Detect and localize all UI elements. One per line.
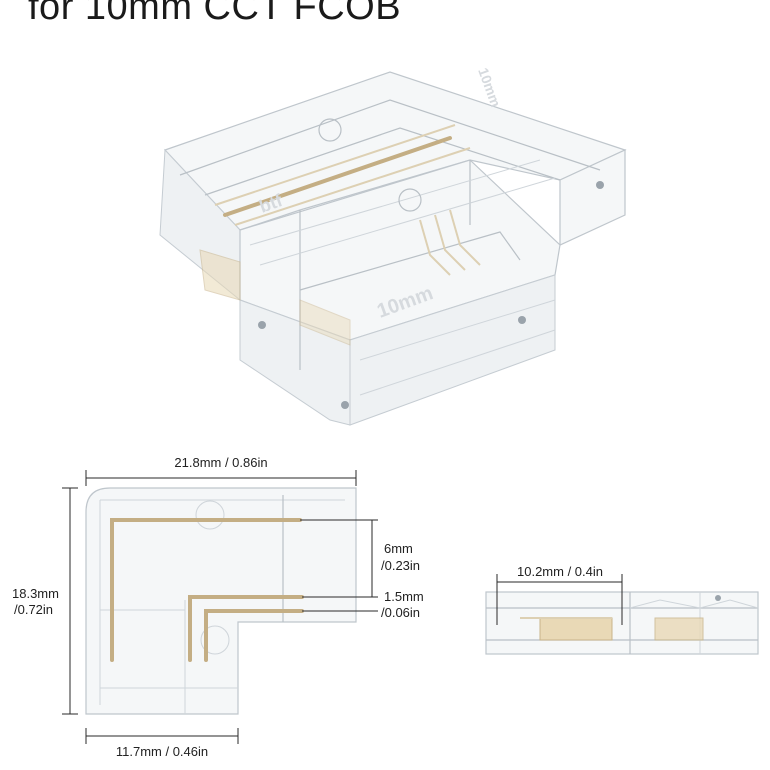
screw [518, 316, 526, 324]
connector-inner-edge [359, 299, 556, 361]
contact-plate [299, 299, 351, 346]
wire-outer [110, 518, 302, 662]
page-title: for 10mm CCT FCOB [28, 0, 402, 28]
contact-strip [223, 136, 452, 217]
side-view-line [629, 599, 759, 609]
side-view-drawing: 10.2mm / 0.4in [485, 564, 759, 655]
screw [596, 181, 604, 189]
contact-strip [234, 147, 471, 226]
side-view-contact [654, 617, 704, 641]
side-view-contact [539, 617, 613, 641]
connector-inner-edge [179, 99, 601, 176]
connector-right-end [559, 149, 626, 246]
screw [715, 595, 721, 601]
dim-height-in: /0.72in [14, 602, 53, 617]
contact-strip [214, 124, 456, 206]
wire-inner [188, 595, 304, 662]
dim-gap-mm: 6mm [384, 541, 413, 556]
top-view-drawing: 21.8mm / 0.86in 18.3mm /0.72in 6mm /0.23… [12, 455, 424, 759]
connector-inner-edge [204, 127, 561, 196]
top-view-hole [195, 500, 225, 530]
dim-pin-in: /0.06in [381, 605, 420, 620]
connector-inner-edge [359, 329, 556, 396]
connector-inner-edge [299, 231, 521, 291]
contact-pin [419, 219, 451, 276]
wire-inner-2 [204, 609, 304, 662]
connector-short-arm-front [239, 299, 351, 426]
contact-pin [434, 214, 466, 271]
connector-inner-edge [259, 177, 556, 266]
connector-short-arm-side [349, 274, 556, 426]
dim-width-label: 21.8mm / 0.86in [174, 455, 267, 470]
connector-3d-view: btf 10mm 10mm [159, 66, 627, 426]
screw-hole [318, 118, 342, 142]
screw-hole [398, 188, 422, 212]
dim-bottom-label: 11.7mm / 0.46in [116, 744, 208, 759]
dim-pin-mm: 1.5mm [384, 589, 424, 604]
top-view-outline [85, 487, 357, 715]
dim-gap-in: /0.23in [381, 558, 420, 573]
top-view-hole [200, 625, 230, 655]
dim-side-label: 10.2mm / 0.4in [517, 564, 603, 579]
dim-height-mm: 18.3mm [12, 586, 59, 601]
contact-plate [199, 249, 241, 301]
screw [341, 401, 349, 409]
screw [258, 321, 266, 329]
connector-inner-edge [249, 159, 541, 246]
contact-pin [449, 209, 481, 266]
top-view-inner-lines [99, 499, 345, 705]
